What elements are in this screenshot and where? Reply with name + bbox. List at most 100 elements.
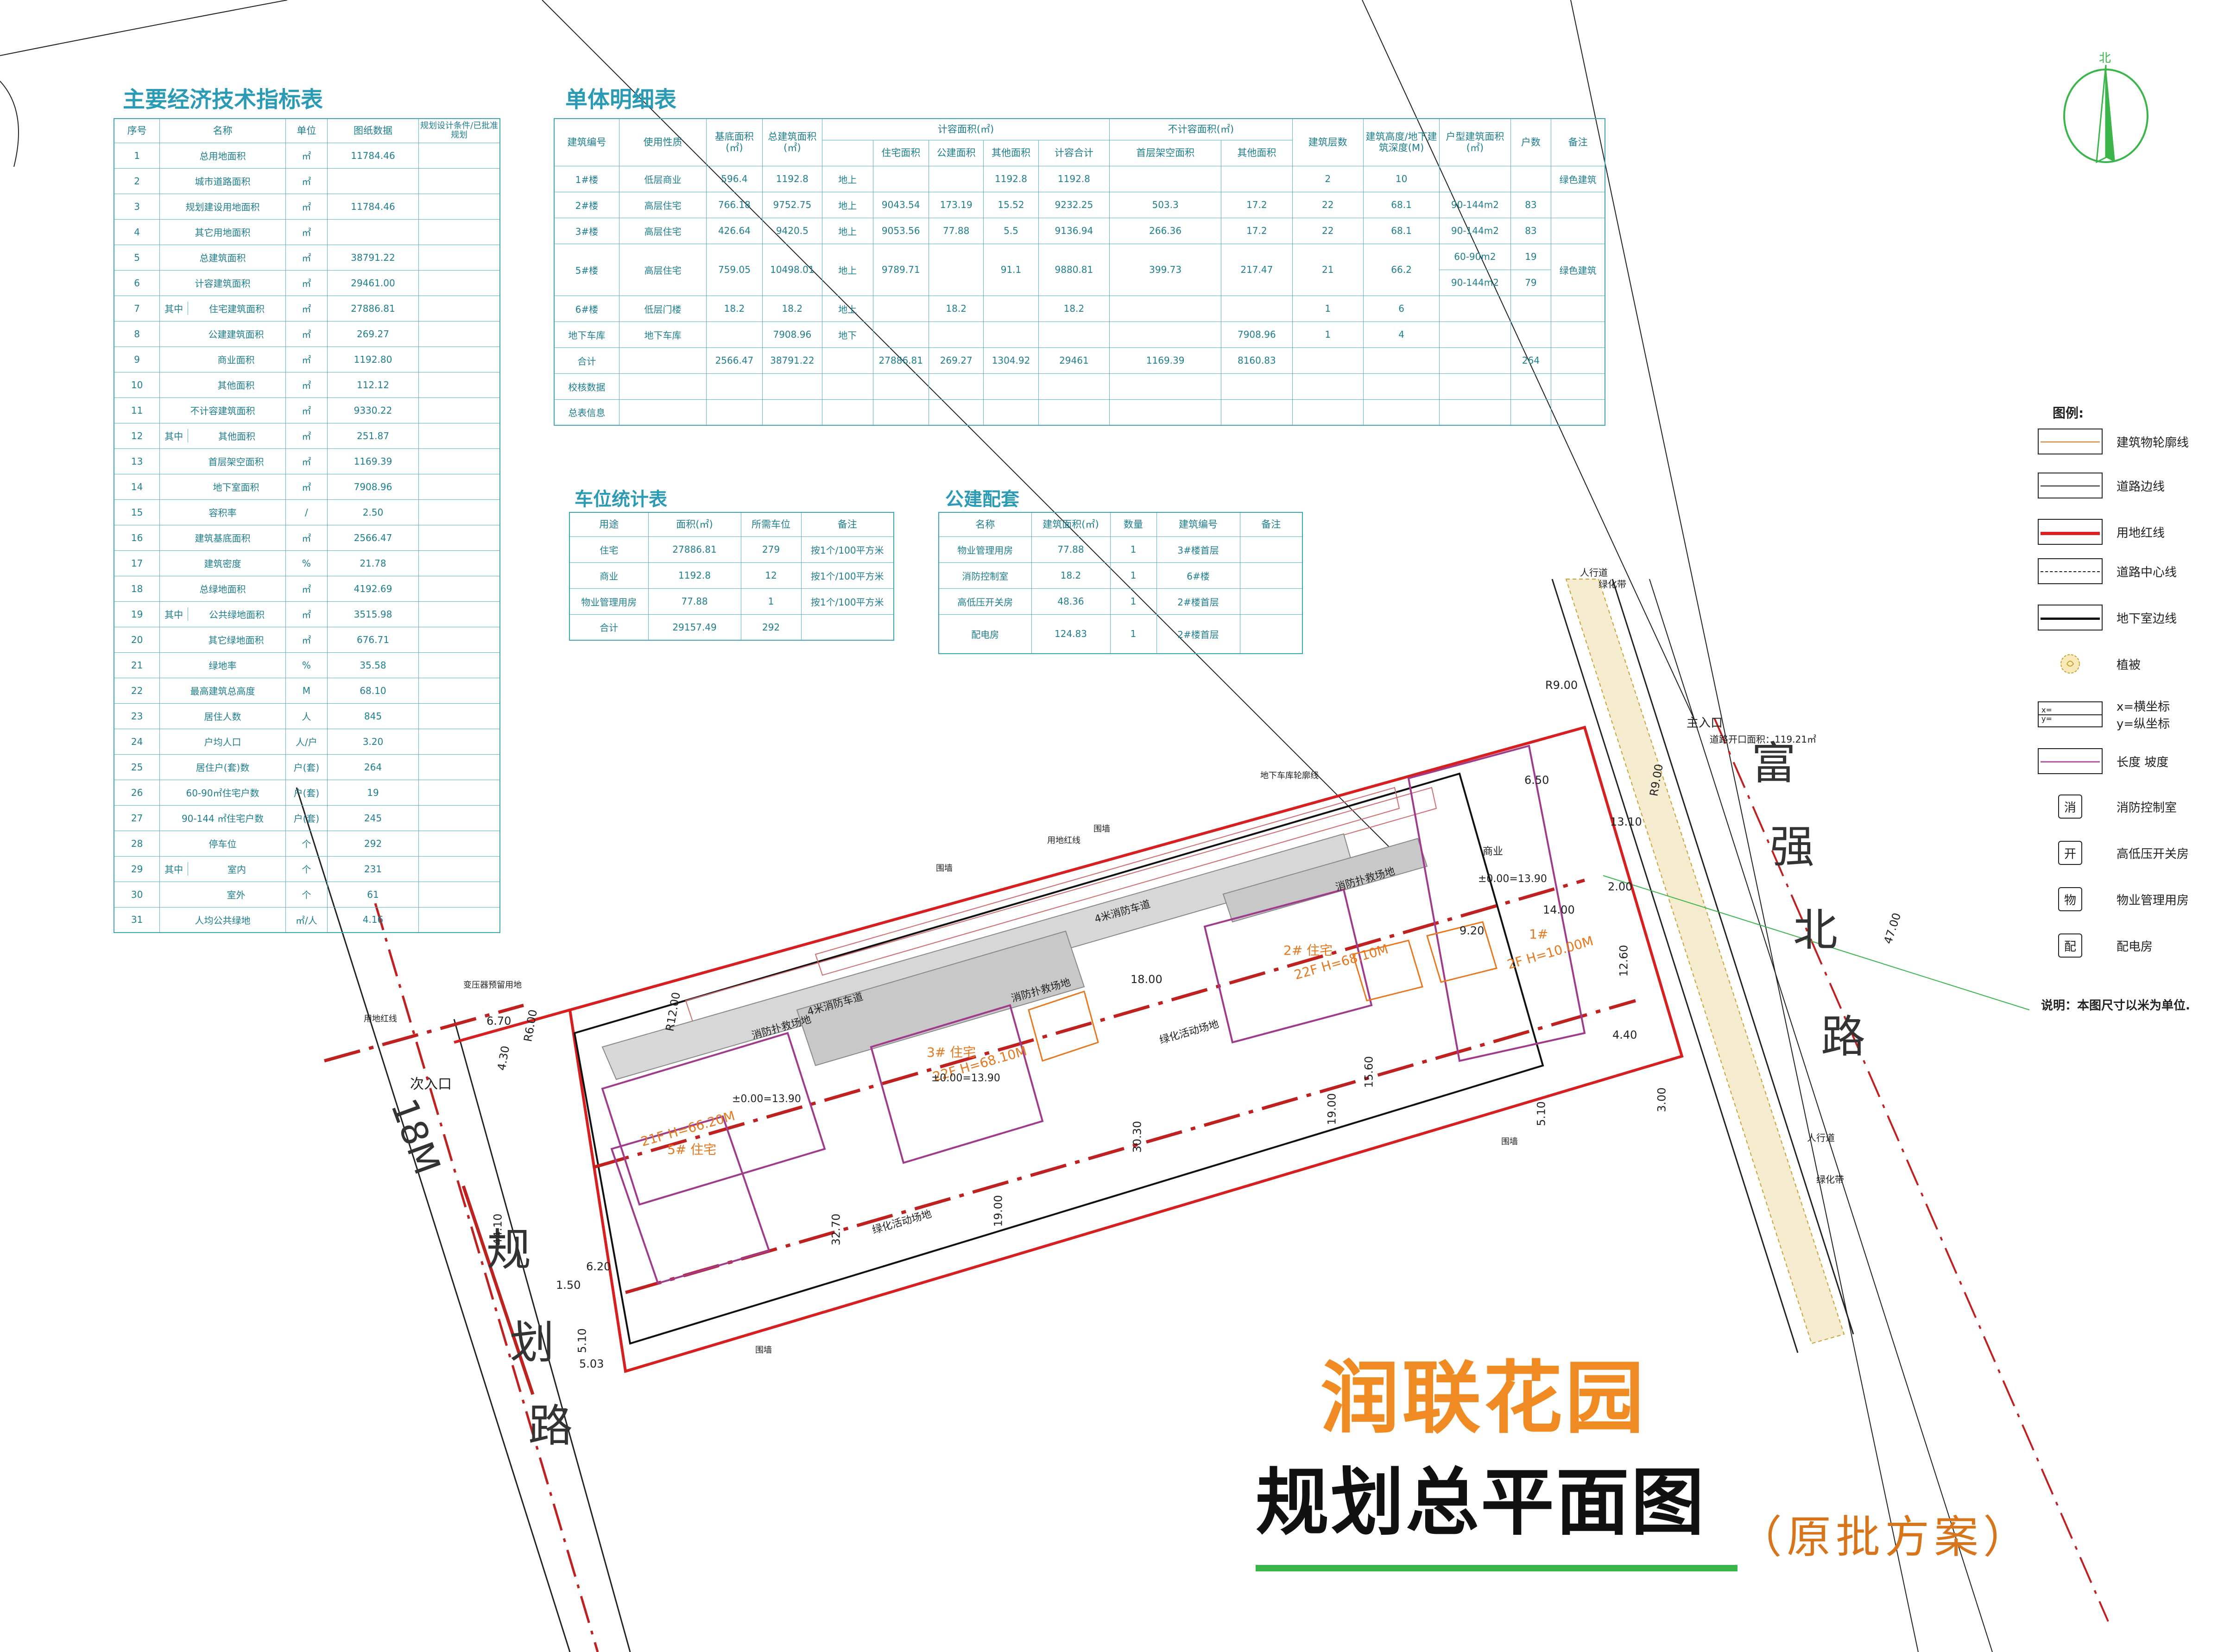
table-cell: 77.88 (648, 588, 741, 615)
fire-site (1222, 838, 1428, 923)
table-cell: 1 (1292, 295, 1364, 322)
table-cell: 27886.81 (648, 536, 741, 563)
table-cell: 个 (285, 856, 328, 882)
table-cell (1239, 614, 1303, 654)
table-cell (1363, 399, 1440, 426)
road-char: 规 (486, 1224, 531, 1276)
transformer-label: 变压器预留用地 (463, 980, 522, 990)
table-cell (418, 397, 500, 423)
table-cell: 4192.69 (327, 575, 419, 602)
row-name: 室内 (227, 864, 246, 875)
table-cell (762, 399, 822, 426)
table-cell: 高层住宅 (619, 243, 707, 296)
table-cell (418, 575, 500, 602)
legend-label: 物业管理用房 (2117, 893, 2189, 908)
table-cell: 22 (114, 677, 160, 704)
table-cell (929, 399, 984, 426)
table-cell: 计容建筑面积 (159, 270, 286, 296)
table-cell: ㎡ (285, 473, 328, 500)
table-cell (1510, 373, 1552, 400)
table-cell: 68.1 (1363, 217, 1440, 244)
elevation-label: ±0.00=13.90 (732, 1093, 801, 1105)
col-header: 其他面积 (983, 139, 1039, 166)
table-cell: 低层门楼 (619, 295, 707, 322)
coord-y: y= (2041, 714, 2052, 723)
table-cell: 17 (114, 550, 160, 576)
land-red-line (454, 1009, 570, 1044)
table-cell: 38791.22 (762, 347, 822, 374)
setback-line (324, 1003, 524, 1063)
detail-table-title: 单体明细表 (565, 87, 677, 113)
table-cell: 地上 (821, 295, 873, 322)
table-cell: 2.50 (327, 499, 419, 525)
col-header: 建筑编号 (1156, 512, 1240, 537)
table-cell: 20 (114, 626, 160, 653)
road-char: 路 (1821, 1011, 1865, 1063)
table-cell: 其中室内 (159, 856, 286, 882)
table-cell (1038, 321, 1110, 348)
table-cell: 19 (114, 601, 160, 627)
col-header: 计容面积(㎡) (821, 118, 1110, 140)
table-cell (1551, 295, 1605, 322)
col-header: 用途 (569, 512, 649, 537)
legend-item: 长度 坡度 (2038, 748, 2168, 774)
dimension-label: 5.03 (579, 1357, 604, 1370)
basement-outline (573, 772, 1544, 1345)
road-edge-line (0, 81, 19, 167)
col-header: 名称 (938, 512, 1032, 537)
table-cell: 9 (114, 346, 160, 372)
road-opening-label: 道路开口面积：119.21㎡ (1710, 734, 1816, 745)
table-cell: 物业管理用房 (569, 588, 649, 615)
table-cell: 9232.25 (1038, 191, 1110, 218)
table-cell: 建筑基底面积 (159, 524, 286, 551)
legend-symbol (2038, 558, 2103, 584)
legend-label: 建筑物轮廓线 (2117, 435, 2189, 450)
legend-label: 配电房 (2117, 939, 2153, 954)
table-cell: 其它绿地面积 (159, 626, 286, 653)
table-cell: 1169.39 (1109, 347, 1222, 374)
site-line-label: 用地红线 (364, 1014, 397, 1024)
table-cell (418, 244, 500, 271)
table-cell: 8160.83 (1221, 347, 1293, 374)
table-cell (418, 677, 500, 704)
table-cell: 绿地率 (159, 652, 286, 678)
table-cell: 其中其他面积 (159, 422, 286, 449)
table-cell (619, 399, 707, 426)
table-cell: 124.83 (1031, 614, 1111, 654)
table-cell (1551, 373, 1605, 400)
col-header: 备注 (801, 512, 894, 537)
table-cell: 3#楼首层 (1156, 536, 1240, 563)
dimension-label: 19.00 (1325, 1093, 1339, 1125)
north-label: 北 (2099, 51, 2111, 65)
table-cell: 1169.39 (327, 448, 419, 474)
col-header: 名称 (159, 118, 286, 143)
building-5-label: 5# 住宅 (667, 1142, 717, 1157)
table-cell: 22 (1292, 217, 1364, 244)
table-cell (1510, 321, 1552, 348)
table-cell: 1192.8 (983, 165, 1039, 192)
table-cell: 13 (114, 448, 160, 474)
table-cell (418, 779, 500, 806)
table-cell: 9880.81 (1038, 243, 1110, 296)
table-cell: 低层商业 (619, 165, 707, 192)
fire-site (796, 930, 1085, 1066)
table-cell (418, 856, 500, 882)
road-char: 北 (1793, 904, 1838, 956)
table-cell: 83 (1510, 191, 1552, 218)
table-cell: 住宅 (569, 536, 649, 563)
table-cell: 266.36 (1109, 217, 1222, 244)
table-cell: 地下车库 (554, 321, 619, 348)
table-cell (929, 165, 984, 192)
table-cell (1109, 373, 1222, 400)
table-cell: 3#楼 (554, 217, 619, 244)
